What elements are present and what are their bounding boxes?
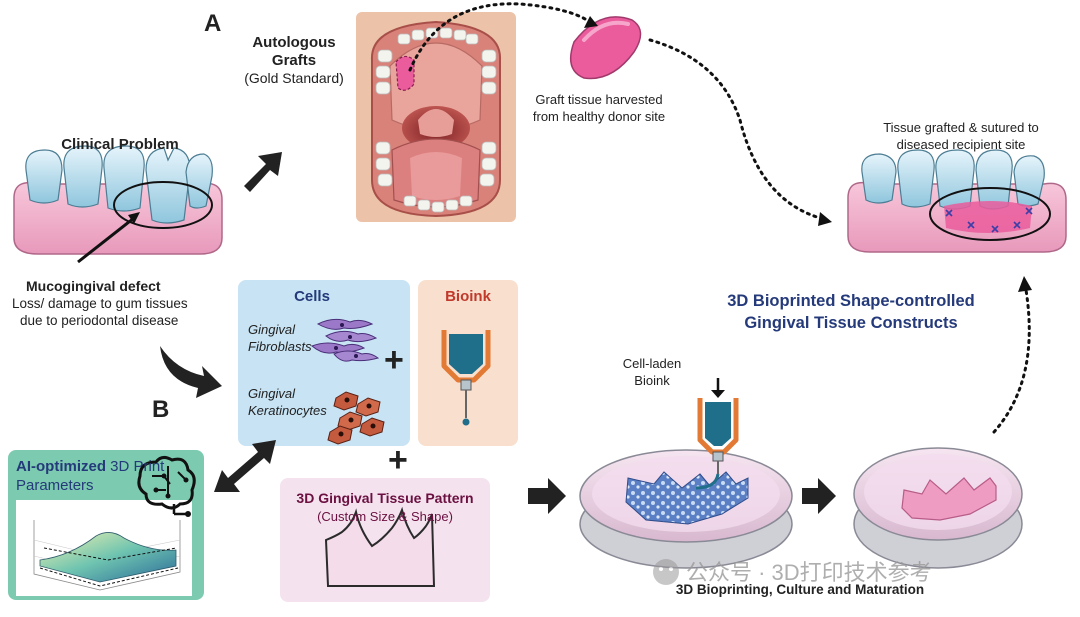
section-b-label: B [152, 396, 170, 423]
recipient-site-teeth [847, 149, 1067, 253]
grafted-caption-line1: Tissue grafted & sutured to [883, 120, 1039, 135]
arrow-problem-to-autologous [244, 152, 282, 192]
harvest-caption-line1: Graft tissue harvested [535, 92, 663, 107]
ai-parameter-plot [16, 500, 192, 596]
fibroblast-cells-icon [311, 318, 380, 362]
keratinocyte-cells-icon [327, 391, 385, 445]
petri-dish-printing [579, 449, 793, 569]
clinical-problem-teeth [13, 145, 223, 264]
watermark-logo-icon [653, 559, 679, 585]
cells-panel [238, 280, 410, 446]
section-a-label: A [204, 10, 222, 37]
arrow-ai-bidirectional [214, 440, 276, 492]
watermark-text: 公众号 · 3D打印技术参考 [686, 560, 932, 585]
arrow-dish-to-dish [802, 478, 836, 514]
graft-tissue-piece [569, 16, 642, 80]
ai-panel-title-line1: AI-optimized 3D Print [16, 458, 164, 476]
dotted-path-graft-to-recipient [648, 38, 822, 220]
dotted-path-mouth-to-graft [408, 2, 592, 72]
ai-panel-title-line2: Parameters [16, 477, 94, 494]
grafted-caption-line2: diseased recipient site [896, 137, 1026, 152]
cell-laden-label-line1: Cell-laden [622, 356, 682, 371]
bioink-nozzle-icon [441, 330, 491, 426]
printing-nozzle-icon [695, 378, 739, 490]
autologous-title-line2: Grafts [271, 52, 317, 69]
defect-title: Mucogingival defect [26, 278, 161, 294]
gingival-pattern-shape [324, 506, 436, 587]
arrow-pattern-to-dish [528, 478, 566, 514]
constructs-title-line1: 3D Bioprinted Shape-controlled [727, 292, 975, 310]
dotted-path-dish-to-recipient [992, 288, 1031, 434]
fibroblasts-label-line1: Gingival [248, 322, 295, 337]
cells-panel-title: Cells [294, 288, 330, 305]
keratinocytes-label-line2: Keratinocytes [248, 403, 327, 418]
defect-desc-line2: due to periodontal disease [20, 313, 179, 328]
petri-dish-matured [853, 447, 1023, 569]
cell-laden-label-line2: Bioink [634, 373, 670, 388]
clinical-problem-title: Clinical Problem [61, 136, 179, 153]
ai-brain-icon [137, 455, 196, 517]
plus-sign-vertical: + [388, 441, 408, 479]
harvest-caption-line2: from healthy donor site [532, 109, 666, 124]
bottom-process-caption: 3D Bioprinting, Culture and Maturation [675, 582, 925, 597]
ai-3d-print-label: 3D Print [106, 458, 165, 475]
autologous-title-line1: Autologous [252, 34, 336, 51]
fibroblasts-label-line2: Fibroblasts [248, 339, 312, 354]
pattern-panel-title: 3D Gingival Tissue Pattern [296, 490, 474, 506]
plus-sign-horizontal: + [384, 341, 404, 379]
defect-desc-line1: Loss/ damage to gum tissues [12, 296, 188, 311]
bioink-panel-title: Bioink [445, 288, 491, 305]
arrow-problem-to-cells [160, 346, 222, 398]
keratinocytes-label-line1: Gingival [248, 386, 295, 401]
ai-optimized-label: AI-optimized [16, 458, 106, 475]
constructs-title-line2: Gingival Tissue Constructs [744, 314, 958, 332]
open-mouth-illustration [356, 12, 516, 222]
gold-standard-label: (Gold Standard) [244, 70, 344, 86]
pattern-panel-subtitle: (Custom Size & Shape) [317, 509, 453, 524]
